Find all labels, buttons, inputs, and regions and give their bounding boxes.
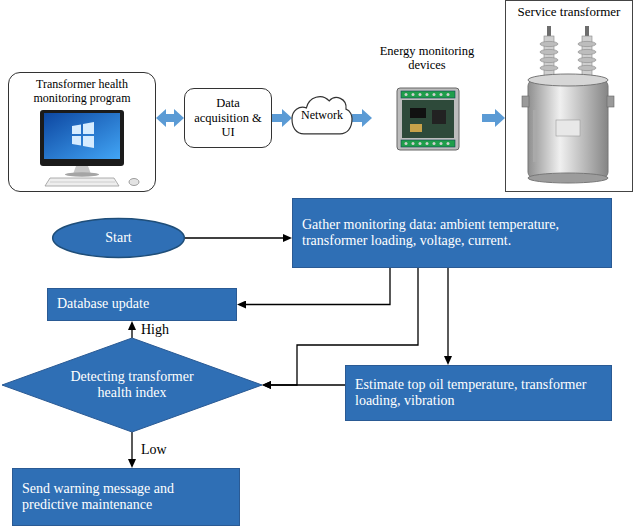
device-board	[402, 100, 454, 138]
device-case	[397, 88, 459, 150]
edge-label: Low	[140, 442, 168, 458]
process-text: Estimate top oil temperature, transforme…	[355, 377, 602, 409]
bushing-terminal	[547, 26, 551, 36]
bushing-shed	[578, 49, 596, 54]
edge-label: High	[140, 322, 170, 338]
name-plate	[556, 120, 580, 136]
decision-diamond: Detecting transformer health index	[2, 338, 262, 432]
flow-arrow	[131, 330, 132, 338]
acquisition-box: Data acquisition & UI	[184, 88, 272, 148]
device-group: Energy monitoring devices	[372, 44, 482, 160]
decision-text: Detecting transformer health index	[52, 369, 212, 401]
box-title: Transformer health monitoring program	[13, 78, 151, 106]
logo-pane	[83, 136, 94, 148]
transformer-icon	[522, 26, 614, 183]
ellipse-shape	[53, 219, 185, 258]
process-box: Send warning message and predictive main…	[12, 468, 240, 526]
hanger-bracket	[533, 110, 537, 162]
keyboard-keys	[50, 182, 115, 183]
stand-base	[65, 172, 99, 176]
data-flow-arrow	[352, 114, 362, 122]
flow-arrow	[246, 268, 390, 305]
lifting-lug	[522, 96, 529, 107]
meter-device-icon	[397, 88, 459, 150]
bushing-shed	[540, 41, 558, 46]
box-title: Service transformer	[510, 5, 628, 20]
bushing-shed	[578, 41, 596, 46]
network-cloud: Network	[292, 90, 352, 138]
flow-arrow	[271, 384, 345, 385]
bushing-terminal	[585, 26, 589, 36]
flow-arrow	[185, 237, 283, 238]
data-flow-arrow	[272, 114, 282, 122]
process-text: Gather monitoring data: ambient temperat…	[302, 217, 602, 249]
transformer-box: Service transformer	[505, 0, 633, 192]
terminal-block	[401, 91, 455, 98]
diamond-shape	[2, 338, 262, 432]
flow-arrow	[131, 432, 132, 459]
process-text: Database update	[57, 296, 227, 312]
lifting-lug	[607, 96, 614, 107]
terminal-block	[401, 140, 455, 147]
chip	[410, 124, 422, 132]
data-flow-arrow	[482, 114, 495, 122]
cloud-shape	[292, 97, 352, 134]
bushing-shed	[578, 65, 596, 70]
chip	[410, 108, 426, 118]
bushing-shed	[540, 57, 558, 62]
process-text: Send warning message and predictive main…	[22, 481, 230, 513]
software-box: Transformer health monitoring program	[8, 72, 156, 192]
tank-base	[528, 173, 608, 183]
device-label: Energy monitoring devices	[374, 44, 480, 73]
monitor-frame	[40, 110, 124, 166]
process-box: Estimate top oil temperature, transforme…	[345, 365, 612, 421]
terminal-label: Start	[105, 230, 131, 246]
monitor-screen	[44, 113, 120, 159]
computer-icon	[40, 110, 139, 186]
keyboard	[45, 178, 119, 186]
bushing-shed	[578, 57, 596, 62]
data-flow-arrow	[166, 114, 174, 122]
bushing-shed	[540, 49, 558, 54]
logo-pane	[72, 136, 81, 146]
start-terminal: Start	[52, 218, 185, 258]
logo-pane	[83, 122, 94, 134]
mouse	[129, 179, 139, 186]
logo-pane	[72, 125, 81, 135]
chip	[432, 110, 446, 124]
transformer-tank	[528, 80, 608, 178]
terminal-screws	[405, 93, 450, 145]
bushing-shed	[540, 65, 558, 70]
process-box: Database update	[47, 288, 237, 321]
box-label: Data acquisition & UI	[189, 96, 267, 139]
tank-lid	[528, 74, 608, 86]
process-box: Gather monitoring data: ambient temperat…	[292, 198, 612, 268]
cloud-label: Network	[301, 109, 343, 123]
flow-arrow	[447, 268, 448, 356]
